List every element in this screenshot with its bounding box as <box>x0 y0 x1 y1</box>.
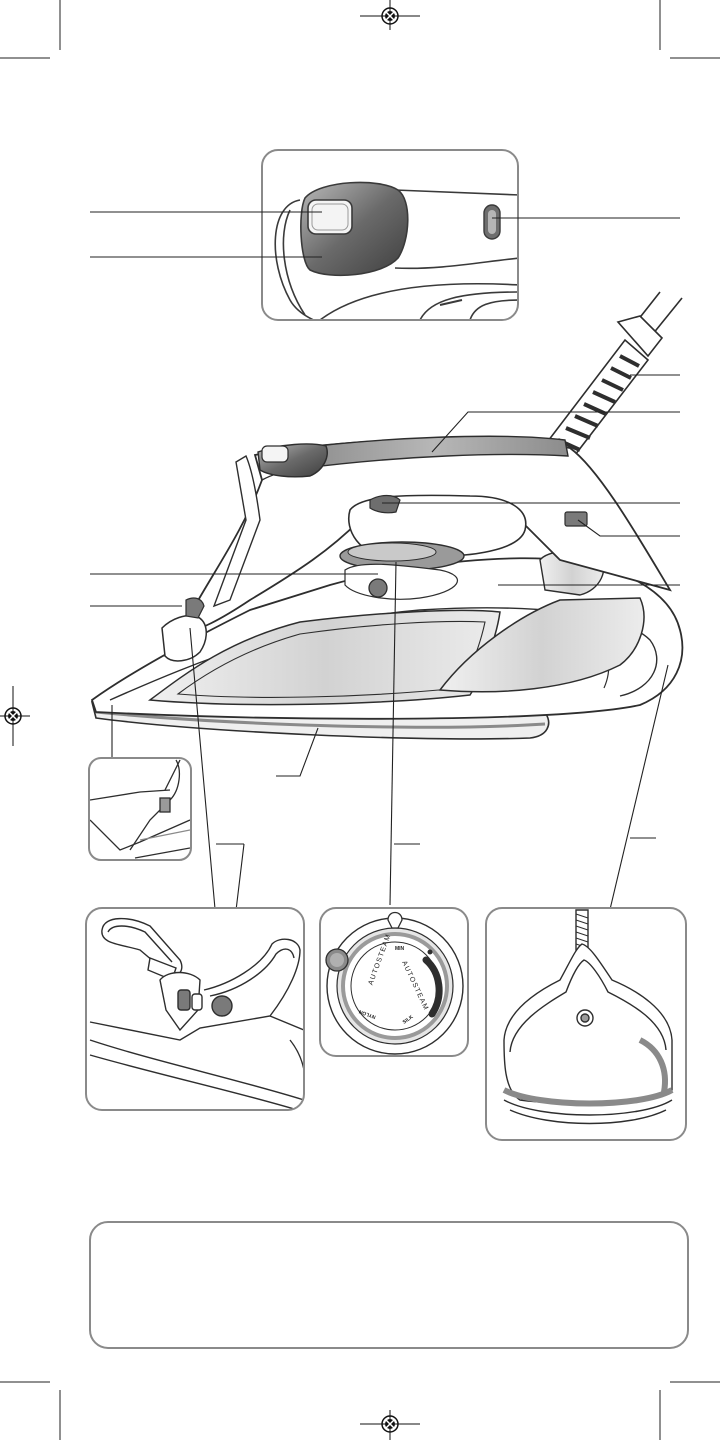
dial-nylon-label: NYLON <box>358 1008 377 1020</box>
power-cord <box>616 291 683 358</box>
anti-calc-button <box>368 578 388 598</box>
steam-iron <box>90 291 684 740</box>
detail-panel-water-filler <box>85 907 305 1111</box>
detail-panel-heel-rest <box>485 907 687 1141</box>
side-panel-left <box>147 609 501 706</box>
registration-mark-top <box>360 0 420 30</box>
note-box <box>89 1221 689 1349</box>
dial-min-label: MIN <box>395 946 405 952</box>
filler-button <box>211 995 233 1017</box>
cord-strain-relief <box>543 338 650 456</box>
dial-silk-label: SILK <box>402 1014 415 1026</box>
leader-lines-top <box>90 211 680 258</box>
detail-panel-tip <box>88 757 192 861</box>
detail-panel-steam-dial: MIN SILK NYLON AUTOSTEAM AUTOSTEAM <box>319 907 469 1057</box>
water-filler-flap <box>161 614 207 662</box>
spray-trigger <box>369 494 401 514</box>
registration-mark-left <box>0 686 30 746</box>
thermostat-bar <box>299 435 569 469</box>
detail-panel-handle-buttons <box>261 149 519 321</box>
spray-button <box>307 199 353 235</box>
side-panel-right <box>438 597 645 693</box>
registration-mark-bottom <box>360 1410 420 1440</box>
